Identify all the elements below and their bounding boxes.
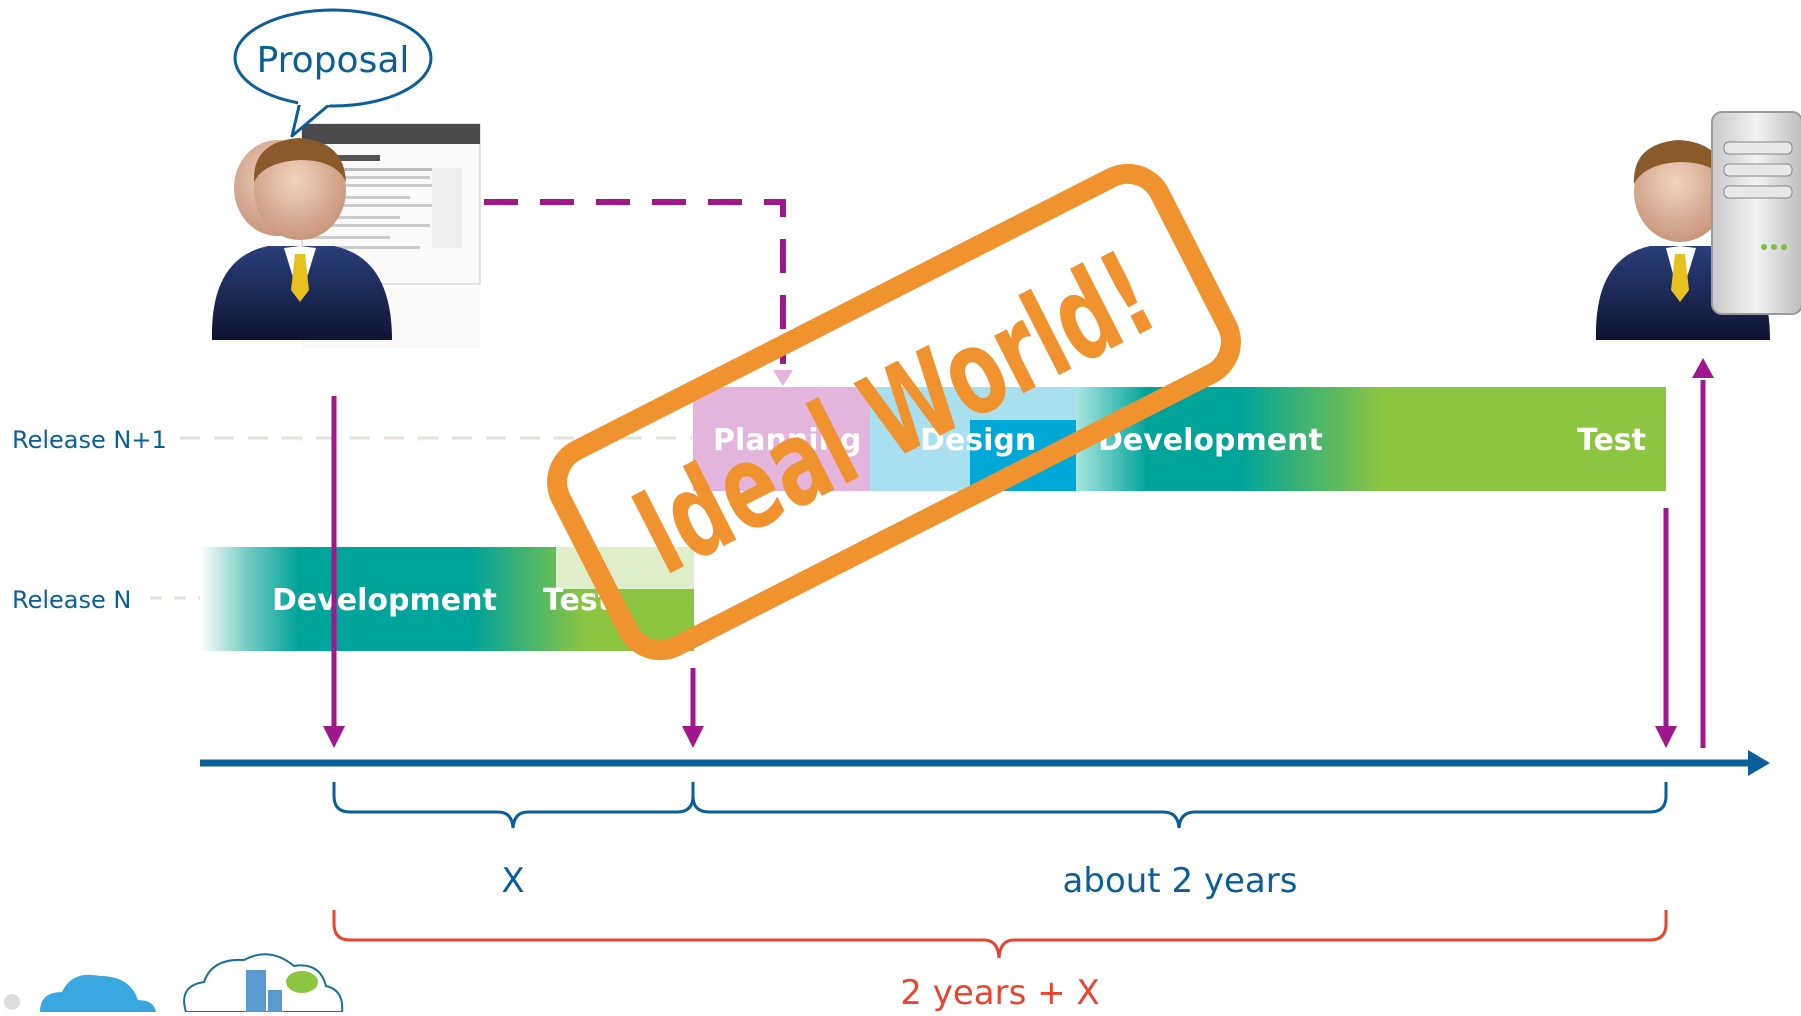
development-segment bbox=[1076, 387, 1666, 491]
proposal-label: Proposal bbox=[257, 40, 410, 81]
x-span-label: X bbox=[501, 861, 524, 901]
proposal-speech-bubble: Proposal bbox=[233, 8, 433, 138]
total-span-label: 2 years + X bbox=[900, 973, 1099, 1012]
planning-segment bbox=[693, 387, 870, 491]
planning-arrowhead bbox=[773, 370, 793, 386]
proposer-person-icon bbox=[211, 123, 481, 348]
about-span-label: about 2 years bbox=[1063, 861, 1298, 901]
design-label: Design bbox=[920, 423, 1036, 458]
about-brace bbox=[691, 782, 1668, 829]
next-test-label: Test bbox=[1577, 423, 1646, 458]
release-current-label: Release N bbox=[12, 586, 131, 614]
milestone-arrows bbox=[323, 358, 1714, 748]
cloud-globe-icon bbox=[4, 953, 344, 1013]
timeline-axis bbox=[200, 750, 1770, 776]
release-next-label: Release N+1 bbox=[12, 426, 167, 454]
user-person-icon bbox=[1595, 140, 1770, 340]
x-brace bbox=[332, 782, 695, 829]
total-brace bbox=[332, 910, 1668, 959]
server-icon bbox=[1711, 111, 1801, 315]
next-development-label: Development bbox=[1098, 423, 1323, 458]
proposal-to-planning-connector bbox=[484, 199, 786, 364]
planning-label: Planning bbox=[713, 423, 861, 458]
current-development-label: Development bbox=[272, 583, 497, 618]
